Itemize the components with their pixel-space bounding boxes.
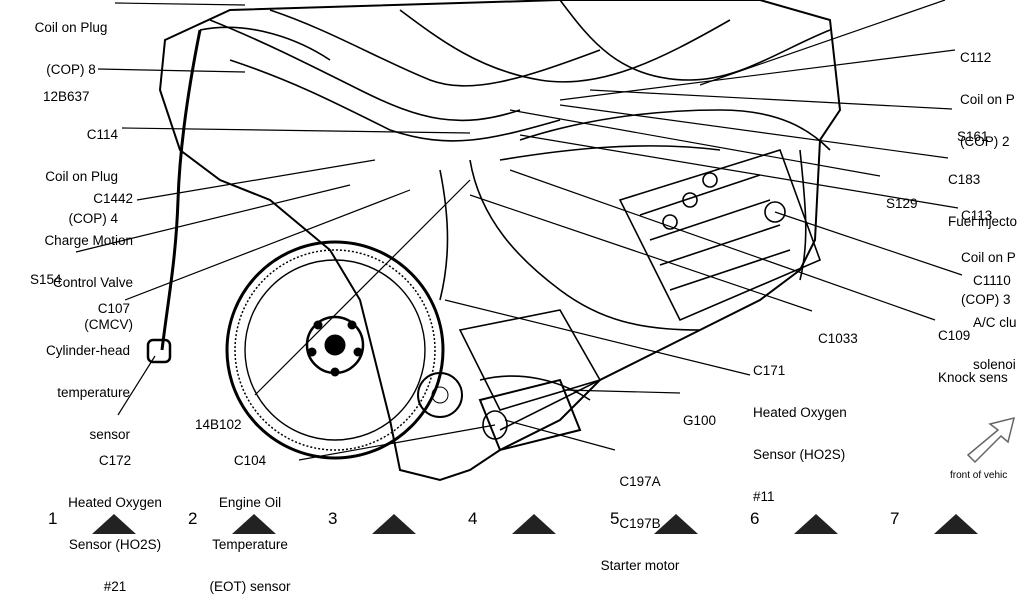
ruler-number-1: 1: [48, 509, 58, 528]
label-12b637: 12B637: [43, 62, 90, 118]
label-line: #21: [103, 579, 127, 594]
label-c112: C112 Coil on P (COP) 2: [960, 23, 1015, 163]
label-line: (COP) 4: [68, 211, 118, 226]
label-c1110: C1110 A/C clu solenoi: [973, 246, 1017, 386]
ruler-marker: [92, 514, 136, 534]
label-line: Engine Oil: [218, 495, 282, 510]
label-line: (CMCV): [84, 317, 133, 332]
front-of-vehicle-arrow: [966, 416, 1016, 464]
ruler-number-6: 6: [750, 509, 760, 528]
label-c113: C113 Coil on P (COP) 3: [961, 181, 1016, 321]
label-line: C104: [233, 453, 267, 468]
label-line: (EOT) sensor: [209, 579, 291, 594]
label-line: Sensor (HO2S): [68, 537, 162, 552]
label-line: temperature: [57, 385, 130, 400]
label-c114: C114 Coil on Plug (COP) 4: [10, 100, 118, 240]
label-line: S161: [957, 129, 989, 144]
label-line: Cylinder-head: [45, 343, 130, 358]
ruler-number-3: 3: [328, 509, 338, 528]
label-line: C1442: [93, 191, 133, 206]
label-line: Coil on Plug: [45, 169, 118, 184]
ruler-marker: [372, 514, 416, 534]
label-line: C183: [948, 172, 981, 187]
label-g100: G100: [683, 386, 716, 442]
label-line: Control Valve: [52, 275, 133, 290]
label-c1442: C1442 Charge Motion Control Valve (CMCV): [10, 164, 133, 346]
label-line: Coil on P: [961, 250, 1016, 265]
ruler-number-7: 7: [890, 509, 900, 528]
label-c109: C109 Knock sens: [938, 301, 1008, 399]
ruler-marker: [934, 514, 978, 534]
label-line: front of vehic: [950, 470, 1008, 481]
label-line: Heated Oxygen: [753, 405, 847, 420]
label-line: Temperature: [212, 537, 288, 552]
label-line: Heated Oxygen: [68, 495, 162, 510]
label-c171: C171 Heated Oxygen Sensor (HO2S) #11: [753, 336, 847, 518]
engine-drawing: [146, 0, 842, 482]
label-c1033: C1033: [818, 304, 858, 360]
label-line: Coil on Plug: [34, 20, 108, 35]
label-line: 14B102: [195, 417, 242, 432]
label-line: Starter motor: [600, 558, 680, 573]
flywheel: [225, 240, 463, 460]
ruler-marker: [512, 514, 556, 534]
label-line: Fuel injecto: [948, 214, 1018, 229]
label-line: C112: [960, 50, 992, 65]
label-line: (COP) 2: [960, 134, 1010, 149]
label-line: 12B637: [43, 89, 90, 104]
label-s129: S129: [886, 169, 918, 225]
label-line: C114: [86, 127, 118, 142]
label-line: Knock sens: [938, 370, 1008, 385]
label-s161: S161: [957, 102, 989, 158]
ruler-marker: [232, 514, 276, 534]
label-line: S129: [886, 196, 918, 211]
label-line: Coil on P: [960, 92, 1015, 107]
label-line: A/C clu: [973, 315, 1017, 330]
label-line: Sensor (HO2S): [753, 447, 846, 462]
label-line: C172: [98, 453, 132, 468]
label-line: S154: [30, 272, 62, 287]
label-line: C1033: [818, 331, 858, 346]
label-c107: C107 Cylinder-head temperature sensor: [10, 274, 130, 456]
label-line: C109: [938, 328, 971, 343]
label-line: C171: [753, 363, 786, 378]
label-line: G100: [683, 413, 717, 428]
label-coil-on-plug-cop-8: Coil on Plug (COP) 8: [16, 0, 126, 91]
label-line: (COP) 8: [46, 62, 96, 77]
label-line: C1110: [973, 273, 1011, 288]
ruler-marker: [794, 514, 838, 534]
label-line: C113: [961, 208, 993, 223]
label-line: (COP) 3: [961, 292, 1011, 307]
ruler-number-2: 2: [188, 509, 198, 528]
label-front-of-vehicle: front of vehic: [950, 470, 1007, 481]
label-line: C197A: [619, 474, 661, 489]
label-line: sensor: [89, 427, 130, 442]
label-c183: C183 Fuel injecto: [948, 145, 1017, 243]
label-line: #11: [753, 489, 775, 504]
ruler-number-5: 5: [610, 509, 620, 528]
label-14b102: 14B102: [195, 390, 242, 446]
ruler-marker: [654, 514, 698, 534]
engine-diagram: [75, 0, 1016, 482]
leader-lines: [75, 0, 963, 461]
label-line: C107: [97, 301, 130, 316]
label-line: C197B: [619, 516, 661, 531]
ruler-number-4: 4: [468, 509, 478, 528]
label-line: solenoi: [973, 357, 1016, 372]
label-line: Charge Motion: [44, 233, 133, 248]
label-s154: S154: [30, 245, 62, 301]
